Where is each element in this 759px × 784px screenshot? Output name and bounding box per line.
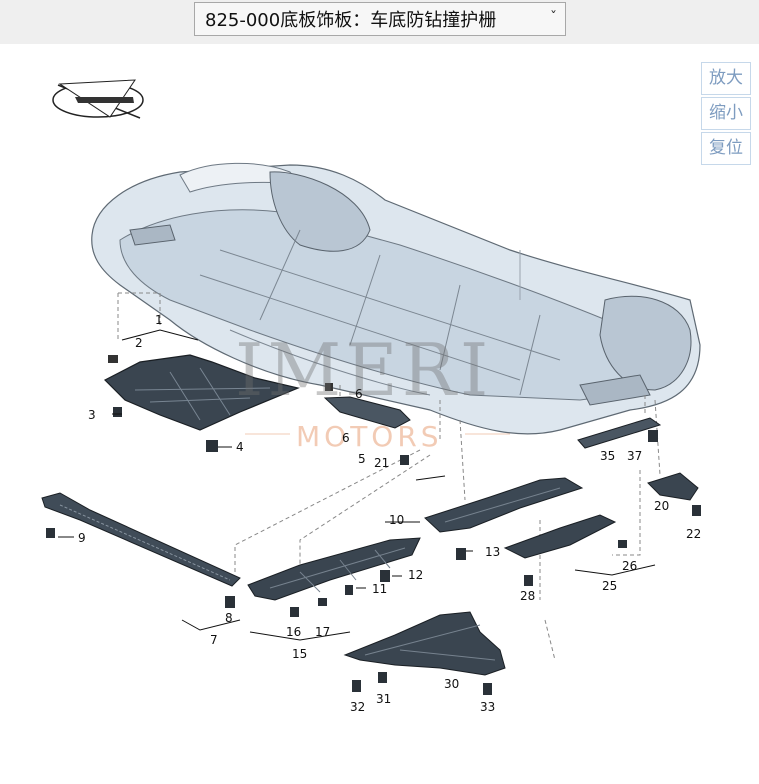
callout-label[interactable]: 16 bbox=[286, 625, 301, 639]
chevron-down-icon: ˇ bbox=[550, 10, 557, 26]
part-group-select[interactable]: 825-000底板饰板：车底防钻撞护栅 ˇ bbox=[194, 2, 566, 36]
zoom-in-button[interactable]: 放大 bbox=[701, 62, 751, 95]
callout-label[interactable]: 31 bbox=[376, 692, 391, 706]
callout-label[interactable]: 35 bbox=[600, 449, 615, 463]
zoom-controls: 放大 缩小 复位 bbox=[701, 62, 751, 167]
vehicle-underbody bbox=[91, 162, 701, 435]
parts-diagram[interactable]: IMERI MOTORS 1 2 3 4 5 6 6 7 8 9 10 11 1… bbox=[0, 44, 759, 780]
callout-label[interactable]: 4 bbox=[236, 440, 244, 454]
watermark-sub: MOTORS bbox=[296, 420, 443, 453]
callout-label[interactable]: 12 bbox=[408, 568, 423, 582]
reset-view-button[interactable]: 复位 bbox=[701, 132, 751, 165]
callout-label[interactable]: 10 bbox=[389, 513, 404, 527]
fastener-set bbox=[46, 407, 701, 695]
part-front-underbody-panel bbox=[103, 354, 300, 431]
top-toolbar: 825-000底板饰板：车底防钻撞护栅 ˇ bbox=[0, 0, 759, 44]
callout-label[interactable]: 11 bbox=[372, 582, 387, 596]
callout-label[interactable]: 17 bbox=[315, 625, 330, 639]
orientation-icon bbox=[52, 79, 144, 119]
part-rear-underbody-shield bbox=[343, 611, 506, 676]
callout-label[interactable]: 33 bbox=[480, 700, 495, 714]
part-rear-bracket bbox=[577, 417, 662, 449]
zoom-out-button[interactable]: 缩小 bbox=[701, 97, 751, 130]
part-side-underbody-panel bbox=[247, 537, 421, 601]
callout-label[interactable]: 3 bbox=[88, 408, 96, 422]
callout-label[interactable]: 9 bbox=[78, 531, 86, 545]
callout-label[interactable]: 2 bbox=[135, 336, 143, 350]
callout-label[interactable]: 22 bbox=[686, 527, 701, 541]
callout-label[interactable]: 26 bbox=[622, 559, 637, 573]
callout-label[interactable]: 6 bbox=[342, 431, 350, 445]
exploded-view-drawing: IMERI MOTORS 1 2 3 4 5 6 6 7 8 9 10 11 1… bbox=[41, 79, 701, 714]
callout-label[interactable]: 15 bbox=[292, 647, 307, 661]
callout-label[interactable]: 7 bbox=[210, 633, 218, 647]
part-long-rail bbox=[41, 492, 241, 587]
part-rear-cover-small bbox=[647, 472, 699, 501]
callout-label[interactable]: 37 bbox=[627, 449, 642, 463]
callout-label[interactable]: 20 bbox=[654, 499, 669, 513]
callout-label[interactable]: 28 bbox=[520, 589, 535, 603]
callout-label[interactable]: 25 bbox=[602, 579, 617, 593]
part-side-rear-panel bbox=[503, 514, 617, 559]
callout-label[interactable]: 1 bbox=[155, 313, 163, 327]
callout-label[interactable]: 8 bbox=[225, 611, 233, 625]
watermark-brand: IMERI bbox=[235, 328, 492, 412]
callout-label[interactable]: 32 bbox=[350, 700, 365, 714]
part-group-select-value: 825-000底板饰板：车底防钻撞护栅 bbox=[205, 10, 497, 31]
callout-brackets bbox=[58, 329, 656, 641]
callout-label[interactable]: 13 bbox=[485, 545, 500, 559]
callout-label[interactable]: 5 bbox=[358, 452, 366, 466]
part-tunnel-panel bbox=[323, 383, 411, 429]
callout-label[interactable]: 21 bbox=[374, 456, 389, 470]
callout-label[interactable]: 30 bbox=[444, 677, 459, 691]
part-center-long-panel bbox=[424, 477, 584, 533]
callout-label[interactable]: 6 bbox=[355, 387, 363, 401]
